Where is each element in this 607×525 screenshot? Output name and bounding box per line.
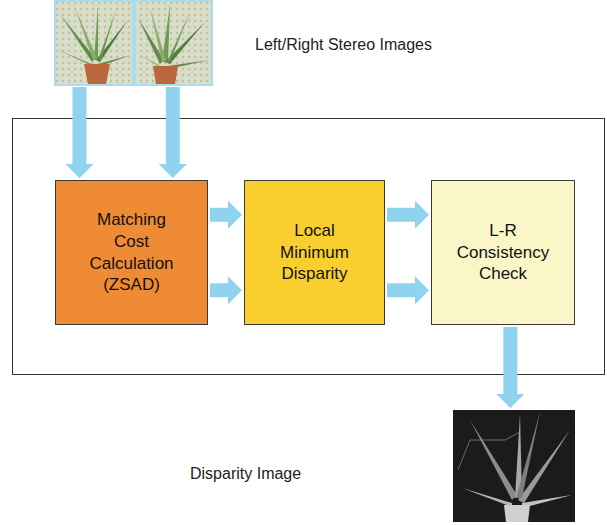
- image-caption: Left/Right Stereo Images: [255, 35, 432, 54]
- box-label: Local Minimum Disparity: [265, 220, 365, 285]
- process-box: L-R Consistency Check: [431, 180, 575, 325]
- block-arrow: [387, 201, 429, 229]
- box-label: Matching Cost Calculation (ZSAD): [82, 209, 182, 296]
- block-arrow: [65, 87, 93, 178]
- block-arrow: [210, 201, 242, 229]
- image-caption: Disparity Image: [190, 464, 301, 483]
- box-label: L-R Consistency Check: [453, 220, 553, 285]
- block-arrow: [496, 327, 524, 408]
- block-arrow: [159, 87, 187, 178]
- disparity-image: Disparity Image: [453, 410, 575, 522]
- stereo-image-pair: Left/Right Stereo Images: [55, 1, 212, 85]
- left-photo: [55, 1, 133, 85]
- process-box: Matching Cost Calculation (ZSAD): [55, 180, 208, 325]
- disparity-picture: [453, 410, 575, 522]
- block-arrow: [387, 276, 429, 304]
- process-box: Local Minimum Disparity: [244, 180, 385, 325]
- block-arrow: [210, 276, 242, 304]
- right-photo: [135, 1, 212, 85]
